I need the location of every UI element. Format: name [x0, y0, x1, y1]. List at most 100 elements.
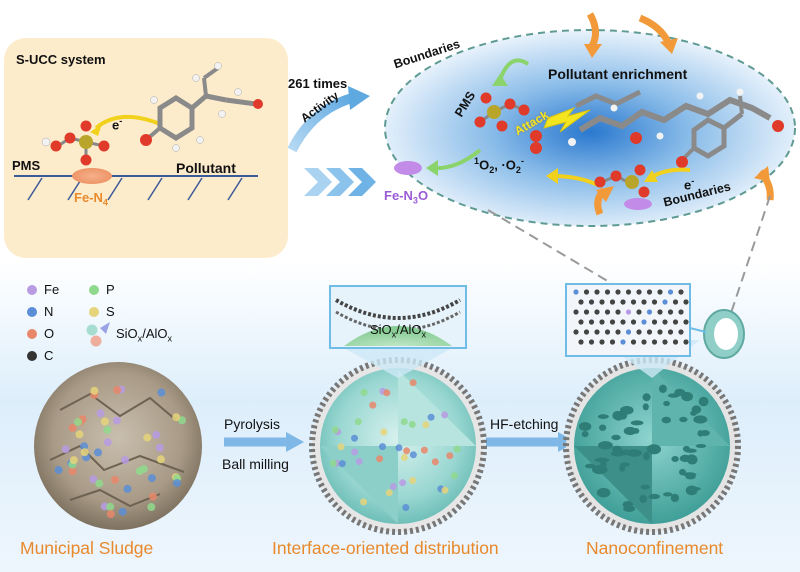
oxygen-atom — [530, 142, 542, 154]
particle — [451, 472, 458, 480]
particle — [376, 455, 384, 463]
lattice-atom — [646, 329, 653, 335]
lattice-atom — [573, 289, 579, 295]
lattice-atom — [578, 299, 584, 305]
particle — [173, 479, 181, 488]
particle — [80, 442, 89, 451]
particle — [74, 418, 83, 427]
lattice-atom — [683, 319, 689, 325]
pore — [642, 403, 649, 411]
lattice-atom — [588, 299, 595, 305]
particle — [147, 503, 156, 511]
lattice-atom — [683, 339, 689, 345]
particle — [156, 455, 165, 464]
pore — [648, 493, 661, 500]
particle — [69, 456, 78, 465]
pore — [685, 485, 698, 496]
title-interface-distribution: Interface-oriented distribution — [272, 538, 499, 558]
lattice-atom — [636, 309, 642, 315]
particle — [118, 507, 127, 516]
pore — [599, 424, 607, 431]
electron-label-ellipse: e- — [684, 176, 695, 193]
lattice-atom — [625, 329, 632, 335]
particle — [68, 423, 77, 432]
title-nanoconfinement: Nanoconfinement — [586, 538, 724, 558]
particle — [453, 445, 461, 453]
lattice-atom — [620, 339, 626, 345]
lattice-atom — [594, 309, 600, 315]
fe-n3o-site-right — [624, 198, 652, 210]
particle — [409, 477, 417, 484]
lattice-atom — [636, 329, 642, 335]
lattice-atom — [683, 299, 689, 305]
confinement-ellipse — [384, 12, 796, 227]
legend-p: P — [106, 282, 115, 297]
lattice-atom — [588, 339, 595, 345]
lattice-atom — [636, 289, 642, 295]
pore — [670, 493, 680, 503]
sludge-particles — [54, 385, 186, 519]
particle — [389, 483, 397, 490]
lattice-atom — [578, 339, 584, 345]
particle — [400, 454, 408, 461]
lattice-atom — [657, 309, 663, 315]
pore — [695, 444, 707, 448]
lattice-atom — [641, 299, 647, 305]
fe-n3o-site — [394, 161, 422, 175]
particle — [408, 420, 416, 428]
legend-n: N — [44, 304, 54, 319]
electron-label: e- — [112, 116, 123, 133]
pore — [671, 456, 679, 462]
lattice-atom — [662, 319, 668, 325]
pore — [598, 441, 613, 450]
particle — [395, 444, 403, 452]
lattice-atom — [641, 339, 647, 345]
particle — [152, 430, 161, 439]
pore — [623, 426, 637, 436]
lattice-atom — [651, 339, 658, 345]
title-municipal-sludge: Municipal Sludge — [20, 538, 154, 558]
lattice-atom — [615, 329, 621, 335]
lattice-atom — [604, 329, 611, 335]
attack-lightning-icon — [543, 106, 591, 133]
lattice-atom — [615, 289, 621, 295]
pore — [681, 391, 693, 402]
lattice-atom — [667, 329, 674, 335]
inset-oxide-label: SiOx/AlOx — [370, 322, 427, 340]
municipal-sludge-sphere — [34, 362, 202, 530]
particle — [103, 425, 112, 434]
lattice-atom — [620, 299, 626, 305]
lattice-atom — [583, 329, 590, 335]
particle — [157, 388, 166, 397]
lattice-atom — [657, 289, 663, 295]
particle — [427, 413, 435, 421]
particle — [329, 459, 337, 467]
lattice-atom — [583, 309, 590, 315]
pore — [578, 422, 592, 431]
particle — [68, 467, 77, 476]
lattice-atom — [651, 319, 658, 325]
pms-molecule-ellipse — [474, 92, 530, 132]
particle — [89, 475, 98, 484]
lattice-atom — [646, 289, 653, 295]
pore — [597, 414, 609, 419]
oxygen-atom — [530, 130, 542, 142]
lattice-atom — [604, 309, 611, 315]
lattice-atom — [620, 319, 626, 325]
particle — [385, 489, 393, 497]
particle — [441, 411, 449, 419]
particle — [337, 443, 345, 451]
lattice-atom — [667, 289, 674, 295]
electron-transfer-arrow — [94, 114, 161, 130]
pore — [610, 450, 625, 457]
particle — [113, 386, 122, 394]
lattice-atom — [599, 339, 605, 345]
particle — [172, 413, 181, 422]
particle — [123, 484, 132, 493]
pollutant-label: Pollutant — [176, 160, 236, 176]
ball-milling-label: Ball milling — [222, 456, 289, 472]
ros-label: 1O2, ·O2- — [474, 156, 525, 175]
lattice-atom — [604, 289, 611, 295]
lattice-atom — [594, 289, 600, 295]
